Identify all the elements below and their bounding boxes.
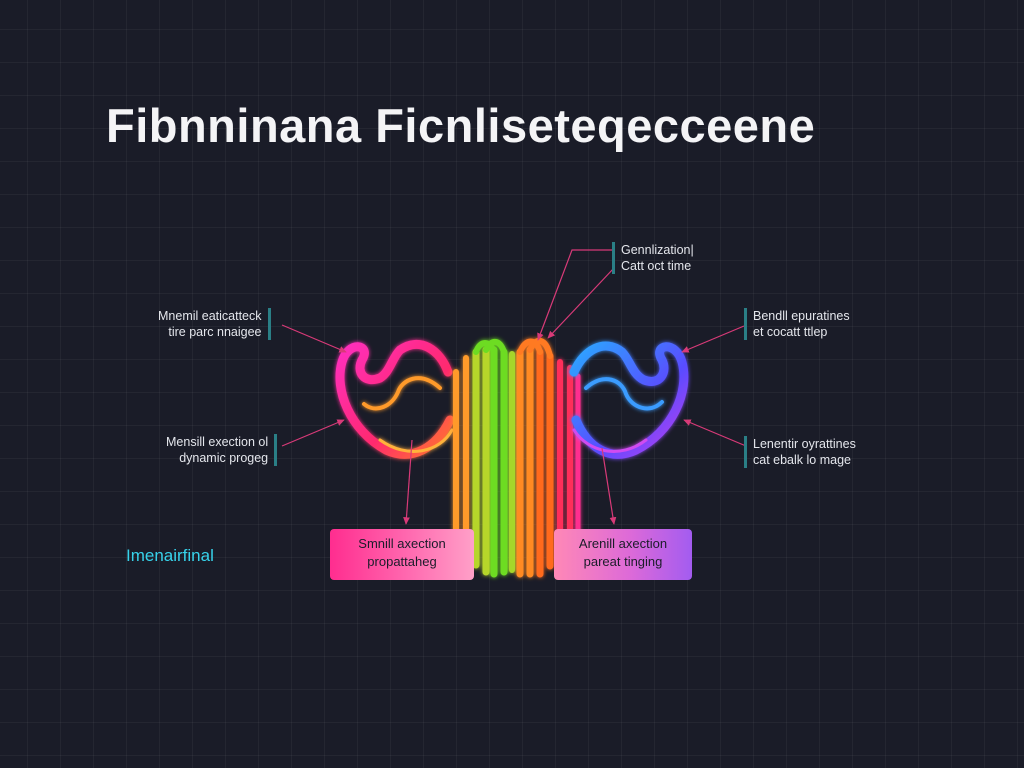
connector-lower-left [281, 419, 345, 447]
label-box-left: Smnill axection propattaheg [330, 529, 474, 580]
annotation-lower-right: Lenentir oyrattines cat ebalk lo mage [744, 436, 856, 468]
annotation-lower-left: Mensill exection ol dynamic progeg [166, 434, 278, 466]
annotation-upper-right-line1: Bendll epuratines [753, 309, 850, 323]
coil-bands [453, 338, 581, 578]
connector-top-a [537, 249, 612, 341]
label-box-right: Arenill axection pareat tinging [554, 529, 692, 580]
page-title: Fibnninana Ficnliseteqecceene [106, 99, 816, 152]
annotation-upper-right-line2: et cocatt ttlep [753, 325, 828, 339]
right-loop [569, 341, 689, 459]
label-box-left-line1: Smnill axection [358, 536, 446, 551]
side-label: Imenairfinal [126, 546, 214, 565]
connector-upper-right [681, 325, 745, 353]
label-box-right-line1: Arenill axection [578, 536, 668, 551]
connectors [281, 249, 747, 525]
label-box-right-line2: pareat tinging [583, 554, 663, 569]
annotation-upper-left-line1: Mnemil eaticatteck [158, 309, 262, 323]
connector-box-right [601, 447, 617, 525]
annotation-lower-left-line1: Mensill exection ol [166, 435, 269, 449]
annotation-top: Gennlization| Catt oct time [612, 242, 694, 274]
connector-lower-right [683, 419, 747, 447]
annotation-upper-left-line2: tire parc nnaigee [168, 325, 262, 339]
annotation-lower-right-line2: cat ebalk lo mage [753, 453, 851, 467]
left-loop [335, 340, 455, 459]
connector-box-left [403, 439, 413, 525]
connector-upper-left [281, 324, 347, 353]
annotation-top-line1: Gennlization| [621, 243, 694, 257]
label-box-left-line2: propattaheg [367, 554, 437, 569]
annotation-lower-right-line1: Lenentir oyrattines [753, 437, 856, 451]
annotation-upper-left: Mnemil eaticatteck tire parc nnaigee [158, 308, 271, 340]
annotation-top-line2: Catt oct time [621, 259, 692, 273]
annotation-upper-right: Bendll epuratines et cocatt ttlep [744, 308, 850, 340]
annotation-lower-left-line2: dynamic progeg [179, 451, 269, 465]
connector-top-b [547, 267, 615, 339]
